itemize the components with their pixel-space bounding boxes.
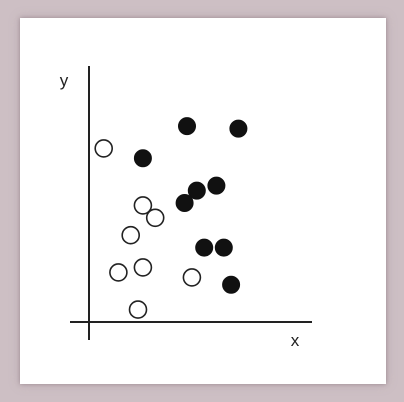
open-point-6 — [133, 258, 153, 277]
filled-point-3 — [133, 149, 152, 168]
filled-point-9 — [222, 275, 241, 294]
open-point-8 — [128, 300, 148, 319]
open-point-3 — [145, 208, 165, 228]
filled-point-5 — [207, 176, 226, 195]
axes: y x — [60, 66, 312, 350]
filled-point-6 — [175, 194, 194, 212]
filled-point-2 — [229, 119, 248, 138]
open-point-4 — [121, 225, 140, 245]
scatter-plot: y x — [60, 66, 312, 350]
open-point-5 — [109, 263, 128, 282]
data-points — [94, 117, 248, 319]
open-point-7 — [182, 268, 202, 287]
filled-point-4 — [187, 181, 206, 200]
filled-point-7 — [195, 238, 214, 257]
x-axis-label: x — [291, 331, 300, 350]
open-point-2 — [133, 196, 153, 215]
y-axis-label: y — [60, 71, 69, 90]
open-point-1 — [94, 139, 113, 158]
filled-point-1 — [178, 117, 196, 136]
filled-point-8 — [214, 238, 233, 257]
